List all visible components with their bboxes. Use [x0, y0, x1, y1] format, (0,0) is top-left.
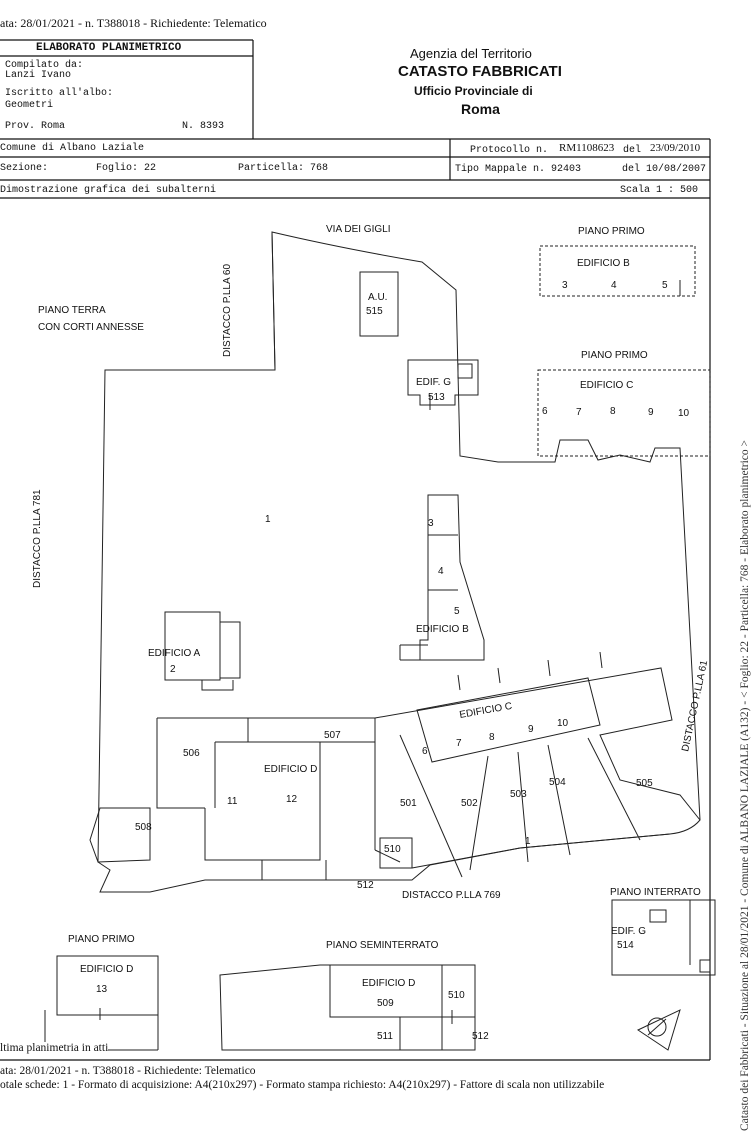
- dimostrazione-label: Dimostrazione grafica dei subalterni: [0, 185, 217, 196]
- au-label: A.U.: [368, 292, 387, 303]
- sub-510b: 510: [448, 990, 465, 1001]
- piano-seminterrato-label: PIANO SEMINTERRATO: [326, 940, 439, 951]
- main-c-unit-6: 6: [422, 746, 428, 757]
- ufficio-city: Roma: [461, 101, 500, 117]
- main-b-unit-3: 3: [428, 518, 434, 529]
- sub-504: 504: [549, 777, 566, 788]
- top-b-unit-4: 4: [611, 280, 617, 291]
- main-c-unit-8: 8: [489, 732, 495, 743]
- distacco-60-label: DISTACCO P.LLA 60: [222, 264, 233, 357]
- iscritto-label: Iscritto all'albo:: [5, 88, 114, 99]
- sub-512b: 512: [472, 1031, 489, 1042]
- sub-508: 508: [135, 822, 152, 833]
- top-c-unit-10: 10: [678, 408, 690, 419]
- sub-506: 506: [183, 748, 200, 759]
- top-c-unit-8: 8: [610, 406, 616, 417]
- piano-primo-c-label: PIANO PRIMO: [581, 350, 648, 361]
- edificio-a-number: 2: [170, 664, 176, 675]
- sub-502: 502: [461, 798, 478, 809]
- main-d-unit-12: 12: [286, 794, 298, 805]
- tipo-mappale: Tipo Mappale n. 92403: [455, 164, 582, 175]
- top-b-unit-5: 5: [662, 280, 668, 291]
- ufficio-label: Ufficio Provinciale di: [414, 84, 533, 98]
- edificio-d-pp-label: EDIFICIO D: [80, 964, 133, 975]
- bottom-unit-1: 1: [525, 836, 531, 847]
- top-b-unit-3: 3: [562, 280, 568, 291]
- sub-503: 503: [510, 789, 527, 800]
- sub-510: 510: [384, 844, 401, 855]
- top-c-unit-7: 7: [576, 407, 582, 418]
- prov-label: Prov. Roma: [5, 121, 66, 132]
- edif-g-number: 513: [428, 392, 445, 403]
- scale-label: Scala 1 : 500: [620, 185, 699, 196]
- piano-interrato-label: PIANO INTERRATO: [610, 887, 701, 898]
- agency-name: Agenzia del Territorio: [410, 46, 532, 61]
- particella-label: Particella: 768: [238, 163, 329, 174]
- edificio-b-main-label: EDIFICIO B: [416, 624, 469, 635]
- edificio-c-main-label: EDIFICIO C: [459, 701, 513, 721]
- edificio-a-label: EDIFICIO A: [148, 648, 201, 659]
- main-c-unit-7: 7: [456, 738, 462, 749]
- pp-d-unit-13: 13: [96, 984, 108, 995]
- edif-g-int-label: EDIF. G: [611, 926, 646, 937]
- compilato-label: Compilato da:: [5, 60, 84, 71]
- edificio-d-main-label: EDIFICIO D: [264, 764, 317, 775]
- edificio-b-top-label: EDIFICIO B: [577, 258, 630, 269]
- con-corti-label: CON CORTI ANNESSE: [38, 322, 144, 333]
- protocollo-label: Protocollo n.: [470, 145, 549, 156]
- main-b-unit-5: 5: [454, 606, 460, 617]
- sub-505: 505: [636, 778, 653, 789]
- footer-line-1: ata: 28/01/2021 - n. T388018 - Richieden…: [0, 1065, 256, 1077]
- catasto-title: CATASTO FABBRICATI: [398, 63, 562, 80]
- piano-primo-b-label: PIANO PRIMO: [578, 226, 645, 237]
- ultima-planimetria: ltima planimetria in atti: [0, 1042, 109, 1054]
- piano-primo-d-label: PIANO PRIMO: [68, 934, 135, 945]
- sub-507: 507: [324, 730, 341, 741]
- compilato-value: Lanzi Ivano: [5, 70, 72, 81]
- edif-g-label: EDIF. G: [416, 377, 451, 388]
- via-dei-gigli-label: VIA DEI GIGLI: [326, 224, 390, 235]
- sub-512: 512: [357, 880, 374, 891]
- main-unit-1: 1: [265, 514, 271, 525]
- edificio-d-sem-label: EDIFICIO D: [362, 978, 415, 989]
- albo-number: N. 8393: [182, 121, 225, 132]
- footer-line-2: otale schede: 1 - Formato di acquisizion…: [0, 1079, 605, 1091]
- piano-terra-label: PIANO TERRA: [38, 305, 106, 316]
- iscritto-value: Geometri: [5, 100, 54, 111]
- edificio-c-top-label: EDIFICIO C: [580, 380, 633, 391]
- main-c-unit-9: 9: [528, 724, 534, 735]
- header-line: ata: 28/01/2021 - n. T388018 - Richieden…: [0, 16, 267, 30]
- document-title: ELABORATO PLANIMETRICO: [36, 42, 182, 54]
- comune-label: Comune di Albano Laziale: [0, 143, 145, 154]
- sezione-label: Sezione:: [0, 163, 49, 174]
- main-d-unit-11: 11: [227, 796, 238, 807]
- top-c-unit-6: 6: [542, 406, 548, 417]
- protocollo-del: del: [623, 145, 642, 156]
- protocollo-date: 23/09/2010: [650, 142, 701, 154]
- main-c-unit-10: 10: [557, 718, 569, 729]
- top-c-unit-9: 9: [648, 407, 654, 418]
- sub-509: 509: [377, 998, 394, 1009]
- sub-501: 501: [400, 798, 417, 809]
- distacco-781-label: DISTACCO P.LLA 781: [32, 489, 43, 588]
- protocollo-value: RM1108623: [559, 142, 615, 154]
- main-b-unit-4: 4: [438, 566, 444, 577]
- sub-511: 511: [377, 1031, 393, 1042]
- distacco-769-label: DISTACCO P.LLA 769: [402, 890, 501, 901]
- au-number: 515: [366, 306, 383, 317]
- foglio-label: Foglio: 22: [96, 163, 157, 174]
- edif-g-int-number: 514: [617, 940, 634, 951]
- tipo-mappale-date: del 10/08/2007: [622, 164, 707, 175]
